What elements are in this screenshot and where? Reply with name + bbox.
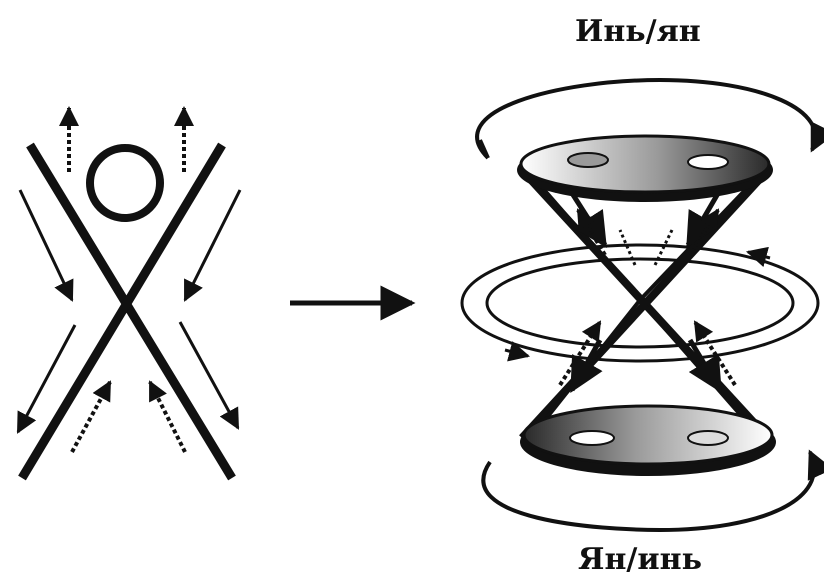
label-yin-yang-top: Инь/ян (575, 14, 701, 49)
solid-arrow (18, 189, 74, 302)
ring-outer (460, 243, 820, 363)
label-yang-yin-bottom: Ян/инь (578, 542, 702, 577)
left-cross-figure (16, 106, 242, 481)
dotted-arrow (70, 380, 112, 453)
yin-yang-icon (520, 404, 776, 476)
dotted-arrow (148, 380, 187, 453)
solid-arrow (178, 321, 240, 430)
cross-line (18, 142, 226, 481)
rotation-arc (475, 77, 824, 160)
cross-line (26, 142, 236, 481)
ring-icon (86, 144, 164, 222)
yin-yang-icon (517, 134, 773, 202)
solid-arrow (16, 324, 77, 434)
ring-inner (485, 257, 795, 349)
solid-arrow (183, 189, 242, 302)
rotation-arc (481, 449, 824, 533)
right-vortex-figure (460, 77, 824, 533)
